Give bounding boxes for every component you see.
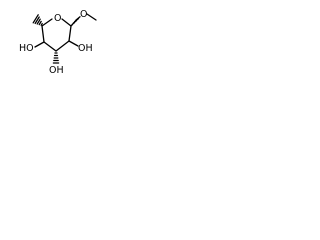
structure-figure: O O OH OH HO: [0, 0, 102, 88]
methoxy-hashed-bond: [70, 16, 81, 27]
c2-hydroxyl-label: OH: [78, 43, 93, 54]
methyl-hashed-bond: [32, 14, 43, 26]
bond-c1-c2: [68, 25, 72, 42]
ring-oxygen-label: O: [54, 13, 61, 24]
bond-c5-ring-oxygen: [41, 18, 53, 27]
methoxy-oxygen-label: O: [80, 9, 87, 20]
bond-methoxy-oxygen-methyl: [86, 13, 97, 21]
bond-c4-c5: [41, 25, 45, 43]
c3-hydroxyl-hashed-bond: [52, 52, 60, 64]
structural-formula: O O OH OH HO: [19, 9, 97, 76]
bond-c2-c3: [55, 40, 70, 52]
c4-hydroxyl-label: HO: [19, 43, 34, 54]
bond-c3-c4: [43, 41, 57, 52]
c3-hydroxyl-label: OH: [49, 65, 64, 76]
bond-c4-hydroxyl: [34, 41, 45, 48]
bond-ring-oxygen-c1: [61, 18, 72, 27]
bond-c2-hydroxyl: [68, 40, 79, 47]
